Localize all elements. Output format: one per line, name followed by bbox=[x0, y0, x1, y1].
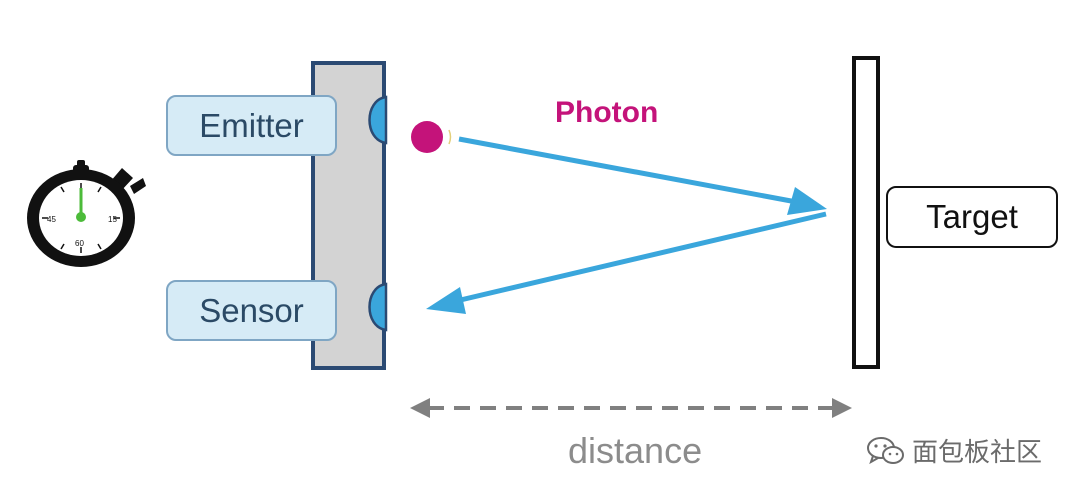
photon-motion-mark bbox=[448, 129, 452, 145]
distance-arrowhead-left bbox=[410, 398, 430, 418]
stopwatch-icon: 15 45 60 bbox=[27, 160, 146, 267]
target-surface bbox=[852, 56, 880, 369]
sensor-label: Sensor bbox=[166, 280, 337, 341]
distance-arrowhead-right bbox=[832, 398, 852, 418]
sensor-lens bbox=[368, 282, 388, 332]
outgoing-beam-arrowhead bbox=[787, 187, 827, 215]
wechat-icon bbox=[867, 436, 904, 464]
outgoing-beam-arrow bbox=[458, 136, 819, 209]
watermark: 面包板社区 bbox=[866, 432, 1042, 469]
distance-label: distance bbox=[568, 430, 703, 471]
watermark-text: 面包板社区 bbox=[912, 437, 1043, 467]
stopwatch-tick-60: 60 bbox=[75, 239, 84, 248]
photon-dot bbox=[411, 121, 443, 153]
target-label-text: Target bbox=[926, 198, 1018, 235]
reflected-beam-arrowhead bbox=[426, 287, 466, 314]
emitter-label-text: Emitter bbox=[199, 106, 304, 144]
reflected-beam-arrow bbox=[451, 211, 827, 305]
target-label: Target bbox=[886, 186, 1058, 248]
photon-label: Photon bbox=[555, 96, 659, 129]
stopwatch-tick-15: 15 bbox=[108, 215, 117, 224]
emitter-lens bbox=[368, 95, 388, 145]
emitter-label: Emitter bbox=[166, 95, 337, 156]
sensor-label-text: Sensor bbox=[199, 291, 304, 329]
stopwatch-tick-45: 45 bbox=[47, 215, 56, 224]
